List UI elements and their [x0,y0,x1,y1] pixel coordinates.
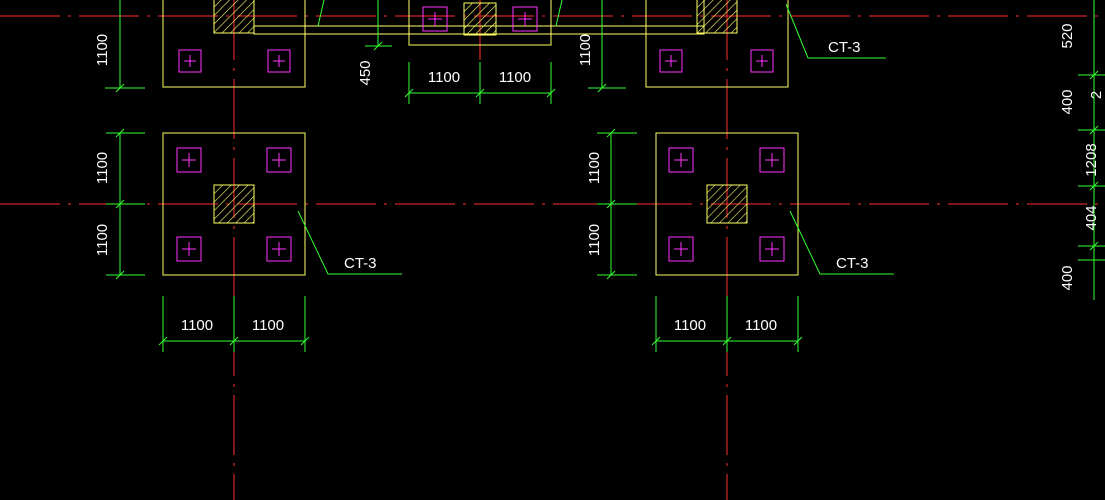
dimension-vertical [588,0,626,93]
leader-line [789,210,894,275]
dim-text: 404 [1083,205,1100,230]
dim-text: 1100 [94,34,111,66]
cap-label: CT-3 [344,255,377,272]
dim-text: 1100 [586,152,603,184]
dimension-vertical [105,0,145,93]
cap-outline [162,0,306,88]
dimension-vertical [106,128,145,280]
dim-text: 1100 [586,224,603,256]
pile-symbol [178,49,291,73]
pile-cap-top-center: 450 1100 1100 [253,0,705,104]
dim-text: 400 [1059,89,1076,114]
column-hatched [213,184,255,224]
cap-label: CT-3 [828,39,861,56]
dim-text: 1100 [428,69,460,86]
pile-cap-bottom-right: 1100 1100 1100 1100 CT-3 [586,128,894,352]
leader-line [317,0,563,27]
pile-cap-top-left: 1100 [94,0,306,93]
dimension-horizontal [651,296,803,352]
dim-text: 1100 [577,34,594,66]
dim-text: 400 [1059,265,1076,290]
dim-text: 1100 [94,152,111,184]
dim-text: 1100 [181,317,213,334]
dimension-horizontal [158,296,310,352]
dim-text: 1100 [745,317,777,334]
pile-symbol [668,147,785,262]
pile-symbol [422,6,538,32]
leader-line [785,3,886,59]
cap-outline [162,132,306,276]
leader-line [297,210,402,275]
dim-text: 1100 [94,224,111,256]
column-hatched [706,184,748,224]
cap-outline [645,0,789,88]
pile-symbol [176,147,292,262]
cap-outline [408,0,552,46]
pile-symbol [659,49,774,73]
cap-label: CT-3 [836,255,869,272]
column-hatched [213,0,255,34]
dimension-horizontal [404,62,556,104]
pile-cap-bottom-left: 1100 1100 1100 1100 CT-3 [94,128,402,352]
dim-text: 1208 [1083,143,1100,176]
right-edge-dimension-chain: 520 2 400 1208 404 400 [1059,0,1105,300]
cap-outline [655,132,799,276]
dim-text: 1100 [252,317,284,334]
pile-cap-top-right: 1100 CT-3 [577,0,886,93]
dim-text: 2 [1088,91,1105,99]
dim-text: 1100 [674,317,706,334]
dimension-vertical [597,128,637,280]
dim-text: 1100 [499,69,531,86]
dim-text: 450 [357,60,374,85]
dimension-vertical [365,0,392,51]
column-hatched [463,2,497,36]
dim-text: 520 [1059,23,1076,48]
column-hatched [696,0,738,34]
